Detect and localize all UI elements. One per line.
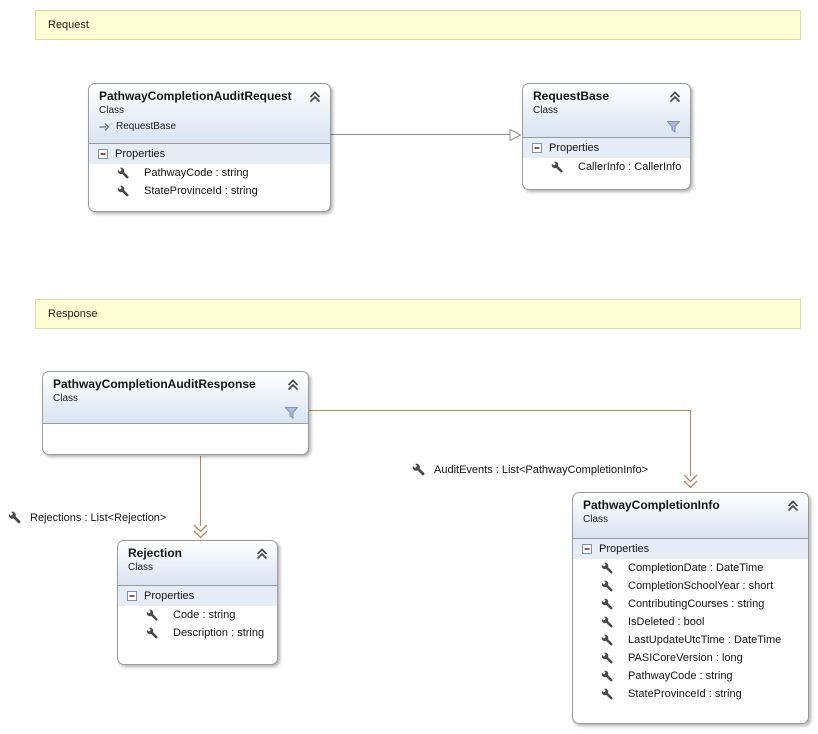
association-label-audit-events[interactable]: AuditEvents : List<PathwayCompletionInfo… bbox=[412, 463, 648, 477]
wrench-icon bbox=[146, 609, 158, 620]
rejections-connector[interactable] bbox=[200, 456, 201, 526]
class-pathway-completion-audit-response[interactable]: PathwayCompletionAuditResponse Class bbox=[42, 371, 309, 455]
class-title: Rejection bbox=[128, 546, 183, 560]
wrench-icon bbox=[117, 167, 129, 178]
class-kind: Class bbox=[583, 514, 609, 525]
class-kind: Class bbox=[128, 562, 154, 573]
collapse-chevron-icon[interactable] bbox=[287, 379, 299, 391]
collapse-minus-icon[interactable] bbox=[98, 149, 108, 159]
wrench-icon bbox=[8, 511, 21, 524]
audit-events-connector[interactable] bbox=[309, 410, 691, 411]
property-row[interactable]: StateProvinceId : string bbox=[573, 685, 808, 703]
property-row[interactable]: ContributingCourses : string bbox=[573, 595, 808, 613]
class-kind: Class bbox=[53, 393, 79, 404]
audit-events-connector[interactable] bbox=[690, 410, 691, 476]
inherits-arrow-icon bbox=[99, 122, 110, 131]
class-kind: Class bbox=[99, 105, 125, 116]
property-row[interactable]: IsDeleted : bool bbox=[573, 613, 808, 631]
filter-icon[interactable] bbox=[667, 121, 680, 133]
collapse-chevron-icon[interactable] bbox=[256, 548, 268, 560]
wrench-icon bbox=[117, 185, 129, 196]
property-row[interactable]: PathwayCode : string bbox=[573, 667, 808, 685]
property-row[interactable]: StateProvinceId : string bbox=[89, 182, 330, 200]
class-title: RequestBase bbox=[533, 89, 610, 103]
properties-section-header[interactable]: Properties bbox=[573, 539, 808, 559]
property-row[interactable]: Description : string bbox=[118, 624, 277, 642]
base-type-row[interactable]: RequestBase bbox=[99, 121, 322, 132]
comment-banner-request[interactable]: Request bbox=[35, 10, 801, 40]
comment-text: Response bbox=[48, 308, 98, 320]
class-pathway-completion-info[interactable]: PathwayCompletionInfo Class Properties C… bbox=[572, 492, 809, 724]
collapse-minus-icon[interactable] bbox=[582, 544, 592, 554]
wrench-icon bbox=[601, 598, 613, 609]
class-title: PathwayCompletionInfo bbox=[583, 498, 720, 512]
properties-section-header[interactable]: Properties bbox=[118, 586, 277, 606]
class-rejection[interactable]: Rejection Class Properties Code : string… bbox=[117, 540, 278, 665]
wrench-icon bbox=[551, 161, 563, 172]
association-label-rejections[interactable]: Rejections : List<Rejection> bbox=[8, 511, 166, 525]
property-row[interactable]: CompletionSchoolYear : short bbox=[573, 577, 808, 595]
wrench-icon bbox=[412, 463, 425, 476]
collapse-chevron-icon[interactable] bbox=[309, 91, 321, 103]
collapse-minus-icon[interactable] bbox=[532, 143, 542, 153]
class-pathway-completion-audit-request[interactable]: PathwayCompletionAuditRequest Class Requ… bbox=[88, 83, 331, 212]
class-kind: Class bbox=[533, 105, 559, 116]
property-row[interactable]: CompletionDate : DateTime bbox=[573, 559, 808, 577]
inheritance-connector[interactable] bbox=[331, 134, 511, 135]
property-row[interactable]: LastUpdateUtcTime : DateTime bbox=[573, 631, 808, 649]
property-row[interactable]: PASICoreVersion : long bbox=[573, 649, 808, 667]
property-row[interactable]: Code : string bbox=[118, 606, 277, 624]
collapse-minus-icon[interactable] bbox=[127, 591, 137, 601]
wrench-icon bbox=[601, 670, 613, 681]
properties-section-header[interactable]: Properties bbox=[523, 138, 690, 158]
wrench-icon bbox=[601, 562, 613, 573]
wrench-icon bbox=[601, 616, 613, 627]
wrench-icon bbox=[601, 634, 613, 645]
class-title: PathwayCompletionAuditResponse bbox=[53, 377, 256, 391]
class-request-base[interactable]: RequestBase Class Properties CallerInfo … bbox=[522, 83, 691, 190]
wrench-icon bbox=[146, 627, 158, 638]
filter-icon[interactable] bbox=[285, 407, 298, 419]
wrench-icon bbox=[601, 580, 613, 591]
comment-text: Request bbox=[48, 19, 89, 31]
wrench-icon bbox=[601, 652, 613, 663]
collapse-chevron-icon[interactable] bbox=[787, 500, 799, 512]
comment-banner-response[interactable]: Response bbox=[35, 299, 801, 329]
class-title: PathwayCompletionAuditRequest bbox=[99, 89, 292, 103]
collapse-chevron-icon[interactable] bbox=[669, 91, 681, 103]
property-row[interactable]: PathwayCode : string bbox=[89, 164, 330, 182]
wrench-icon bbox=[601, 688, 613, 699]
inheritance-triangle-icon bbox=[509, 128, 522, 142]
collection-arrowhead-icon bbox=[683, 474, 698, 489]
properties-section-header[interactable]: Properties bbox=[89, 144, 330, 164]
property-row[interactable]: CallerInfo : CallerInfo bbox=[523, 158, 690, 176]
collection-arrowhead-icon bbox=[193, 524, 208, 539]
